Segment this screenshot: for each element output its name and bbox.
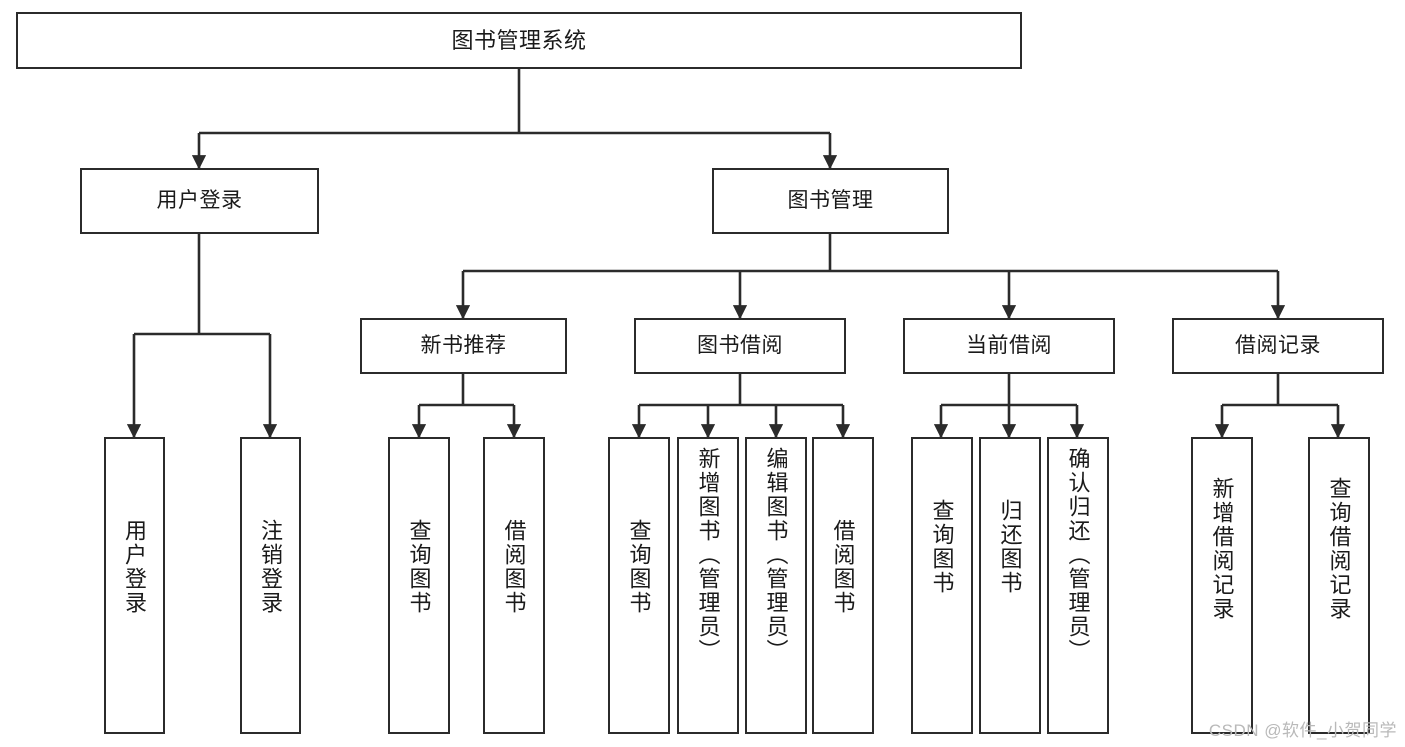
watermark-text: CSDN @软件_小贺同学 <box>1208 721 1397 740</box>
node-root-book-management-system[interactable]: 图书管理系统 <box>16 12 1022 69</box>
leaf-query-book-recommendation[interactable]: 查询图书 <box>388 437 450 734</box>
leaf-query-book-borrowing[interactable]: 查询图书 <box>608 437 670 734</box>
node-user-login[interactable]: 用户登录 <box>80 168 319 234</box>
leaf-add-book-admin[interactable]: 新增图书（管理员） <box>677 437 739 734</box>
node-label: 新书推荐 <box>420 333 507 357</box>
node-label: 归还图书 <box>997 499 1023 595</box>
node-current-borrowing[interactable]: 当前借阅 <box>903 318 1115 374</box>
leaf-add-borrowing-record[interactable]: 新增借阅记录 <box>1191 437 1253 734</box>
leaf-logout-login[interactable]: 注销登录 <box>240 437 301 734</box>
node-borrowing-record[interactable]: 借阅记录 <box>1172 318 1384 374</box>
node-label: 用户登录 <box>156 188 243 212</box>
node-label: 注销登录 <box>258 519 284 615</box>
node-book-borrowing[interactable]: 图书借阅 <box>634 318 846 374</box>
node-label: 用户登录 <box>122 519 148 615</box>
node-label: 确认归还（管理员） <box>1065 447 1091 663</box>
node-label: 新增借阅记录 <box>1209 477 1235 621</box>
node-label: 编辑图书（管理员） <box>763 447 789 663</box>
node-label: 查询图书 <box>929 499 955 595</box>
node-new-book-recommendation[interactable]: 新书推荐 <box>360 318 567 374</box>
node-label: 查询借阅记录 <box>1326 477 1352 621</box>
node-book-management[interactable]: 图书管理 <box>712 168 949 234</box>
leaf-confirm-return-admin[interactable]: 确认归还（管理员） <box>1047 437 1109 734</box>
leaf-borrow-book-recommendation[interactable]: 借阅图书 <box>483 437 545 734</box>
leaf-query-borrowing-record[interactable]: 查询借阅记录 <box>1308 437 1370 734</box>
leaf-user-login[interactable]: 用户登录 <box>104 437 165 734</box>
node-label: 图书管理系统 <box>451 27 587 53</box>
node-label: 新增图书（管理员） <box>695 447 721 663</box>
leaf-edit-book-admin[interactable]: 编辑图书（管理员） <box>745 437 807 734</box>
node-label: 当前借阅 <box>966 333 1052 357</box>
leaf-borrow-book-borrowing[interactable]: 借阅图书 <box>812 437 874 734</box>
leaf-query-book-current[interactable]: 查询图书 <box>911 437 973 734</box>
leaf-return-book[interactable]: 归还图书 <box>979 437 1041 734</box>
node-label: 图书借阅 <box>697 333 783 357</box>
node-label: 借阅图书 <box>830 519 856 615</box>
node-label: 查询图书 <box>626 519 652 615</box>
node-label: 图书管理 <box>787 188 874 212</box>
node-label: 借阅记录 <box>1235 333 1321 357</box>
node-label: 查询图书 <box>406 519 432 615</box>
node-label: 借阅图书 <box>501 519 527 615</box>
